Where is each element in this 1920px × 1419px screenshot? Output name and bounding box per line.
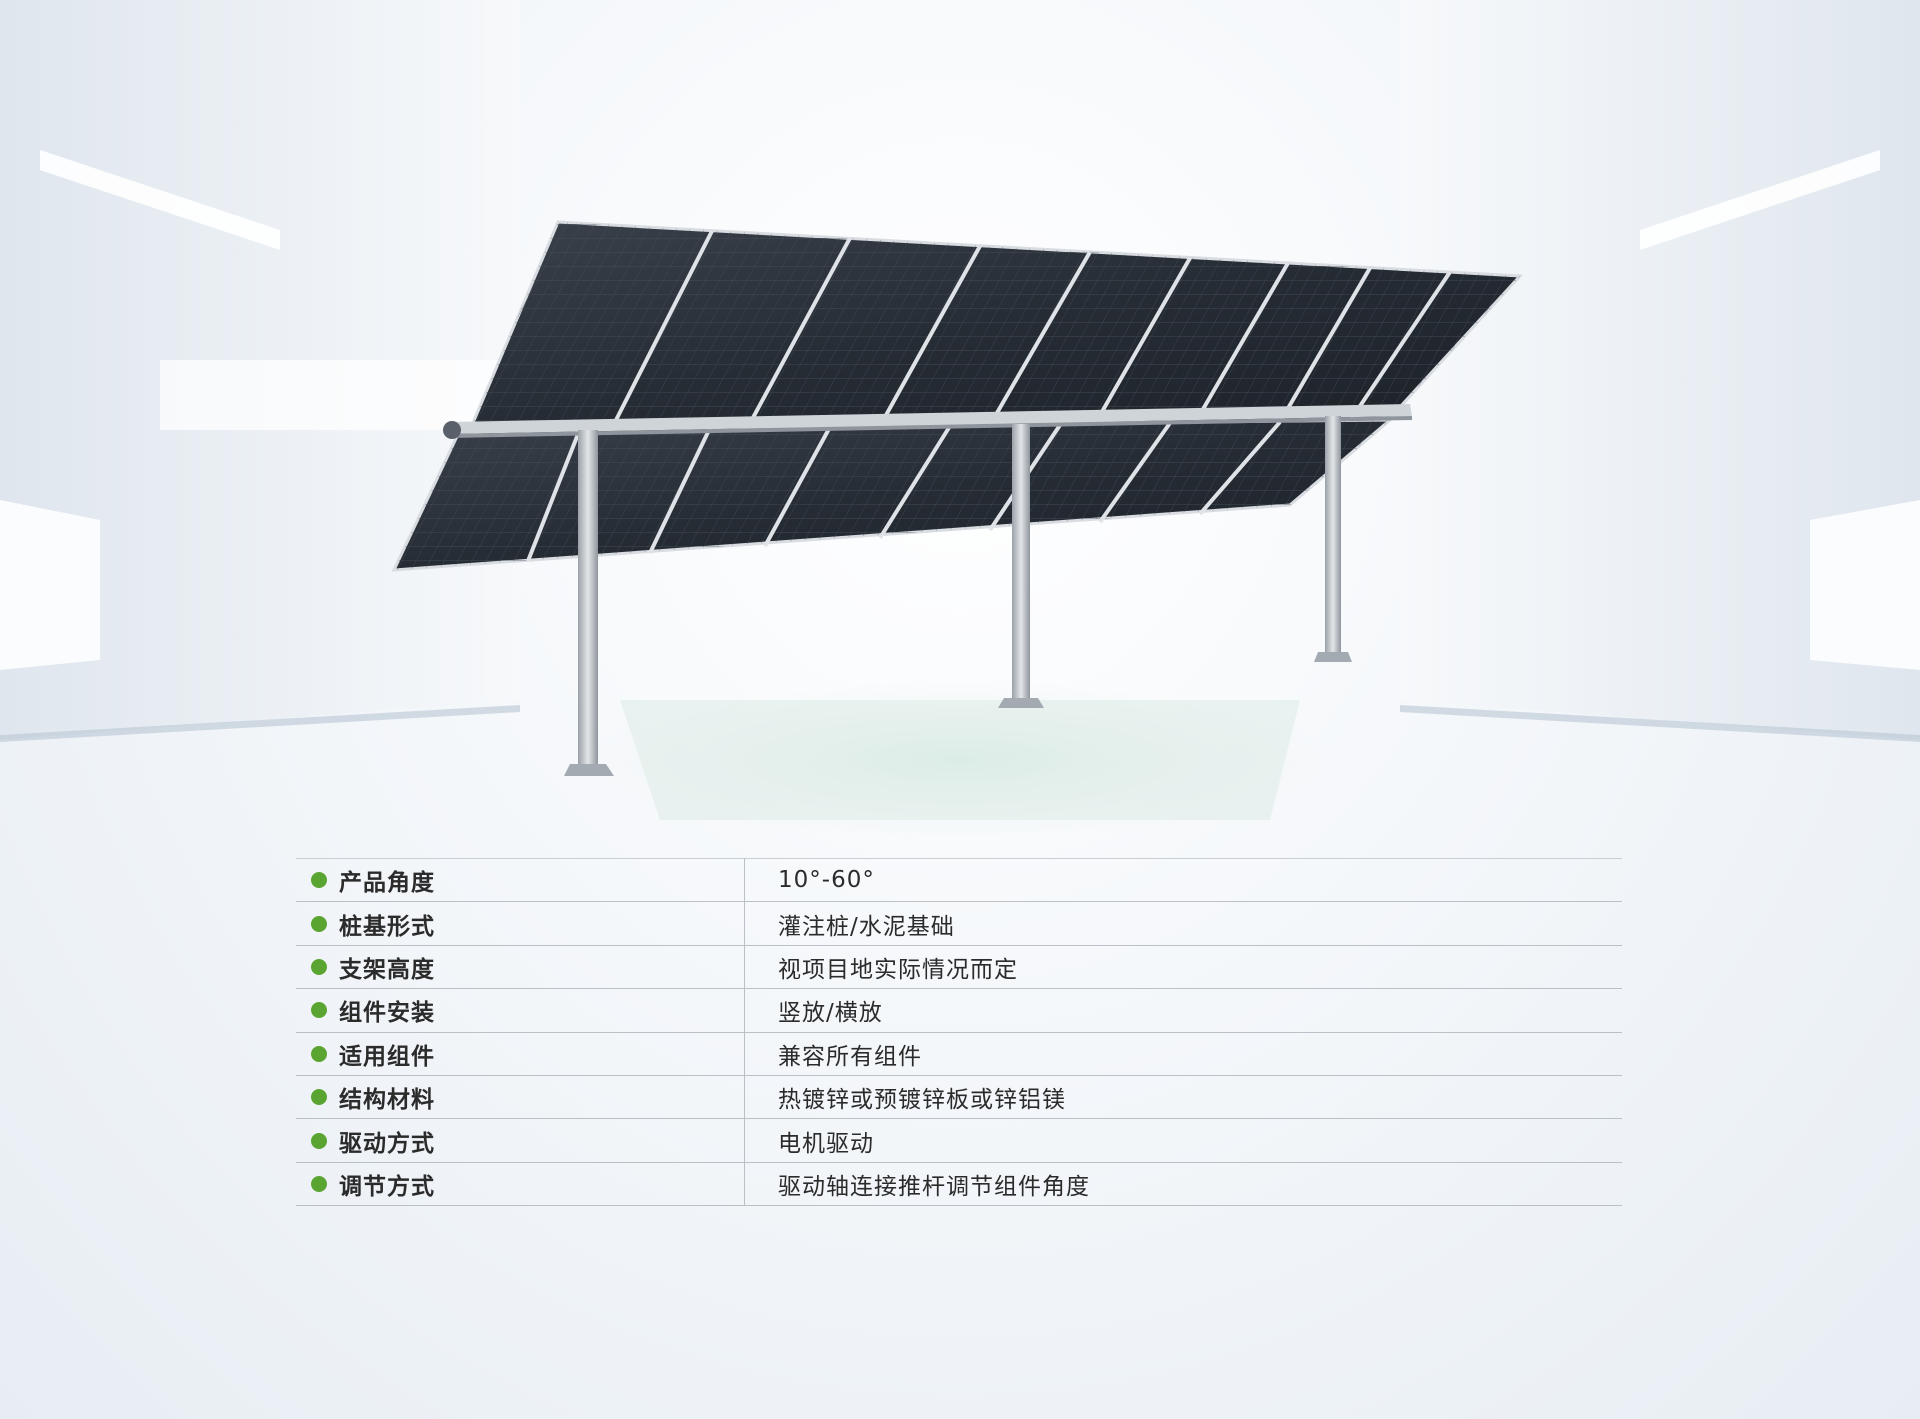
spec-row: 产品角度 10°-60° bbox=[296, 858, 1622, 902]
spec-name-cell: 结构材料 bbox=[296, 1075, 745, 1119]
lower-panel-array bbox=[391, 418, 1395, 572]
solar-tracker-illustration bbox=[0, 0, 1920, 840]
spec-name-cell: 驱动方式 bbox=[296, 1118, 745, 1163]
spec-name-cell: 桩基形式 bbox=[296, 901, 745, 946]
spec-value: 10°-60° bbox=[778, 867, 875, 894]
bullet-icon bbox=[311, 1089, 327, 1106]
spec-value: 热镀锌或预镀锌板或锌铝镁 bbox=[778, 1087, 1066, 1114]
bullet-icon bbox=[311, 1175, 327, 1192]
bullet-icon bbox=[311, 872, 327, 889]
bullet-icon bbox=[311, 958, 327, 975]
spec-name-cell: 组件安装 bbox=[296, 988, 745, 1033]
spec-name-cell: 调节方式 bbox=[296, 1162, 745, 1206]
spec-label: 组件安装 bbox=[339, 1000, 435, 1027]
spec-name-cell: 支架高度 bbox=[296, 945, 745, 989]
spec-row: 适用组件 兼容所有组件 bbox=[296, 1032, 1622, 1076]
spec-row: 桩基形式 灌注桩/水泥基础 bbox=[296, 901, 1622, 946]
bullet-icon bbox=[311, 915, 327, 932]
spec-label: 结构材料 bbox=[339, 1087, 435, 1114]
spec-value: 电机驱动 bbox=[778, 1130, 874, 1157]
torque-tube bbox=[443, 404, 1412, 439]
spec-value: 驱动轴连接推杆调节组件角度 bbox=[778, 1173, 1090, 1200]
bullet-icon bbox=[311, 1045, 327, 1062]
support-posts bbox=[564, 416, 1352, 776]
spec-table: 产品角度 10°-60° 桩基形式 灌注桩/水泥基础支架高度 视项目地实际情况而定组件安… bbox=[296, 858, 1622, 1206]
spec-value: 竖放/横放 bbox=[778, 1000, 883, 1027]
spec-row: 组件安装 竖放/横放 bbox=[296, 988, 1622, 1033]
upper-panel-array bbox=[467, 220, 1524, 432]
spec-row: 驱动方式 电机驱动 bbox=[296, 1118, 1622, 1163]
spec-name-cell: 产品角度 bbox=[296, 858, 745, 902]
spec-value: 灌注桩/水泥基础 bbox=[778, 913, 955, 940]
spec-value: 视项目地实际情况而定 bbox=[778, 956, 1018, 983]
spec-value: 兼容所有组件 bbox=[778, 1043, 922, 1070]
spec-label: 产品角度 bbox=[339, 870, 435, 897]
spec-name-cell: 适用组件 bbox=[296, 1032, 745, 1076]
bullet-icon bbox=[311, 1132, 327, 1149]
spec-row: 结构材料 热镀锌或预镀锌板或锌铝镁 bbox=[296, 1075, 1622, 1119]
spec-label: 驱动方式 bbox=[339, 1130, 435, 1157]
spec-row: 调节方式 驱动轴连接推杆调节组件角度 bbox=[296, 1162, 1622, 1206]
bullet-icon bbox=[311, 1002, 327, 1019]
spec-label: 适用组件 bbox=[339, 1043, 435, 1070]
spec-label: 桩基形式 bbox=[339, 913, 435, 940]
spec-label: 支架高度 bbox=[339, 956, 435, 983]
spec-label: 调节方式 bbox=[339, 1173, 435, 1200]
spec-row: 支架高度 视项目地实际情况而定 bbox=[296, 945, 1622, 989]
